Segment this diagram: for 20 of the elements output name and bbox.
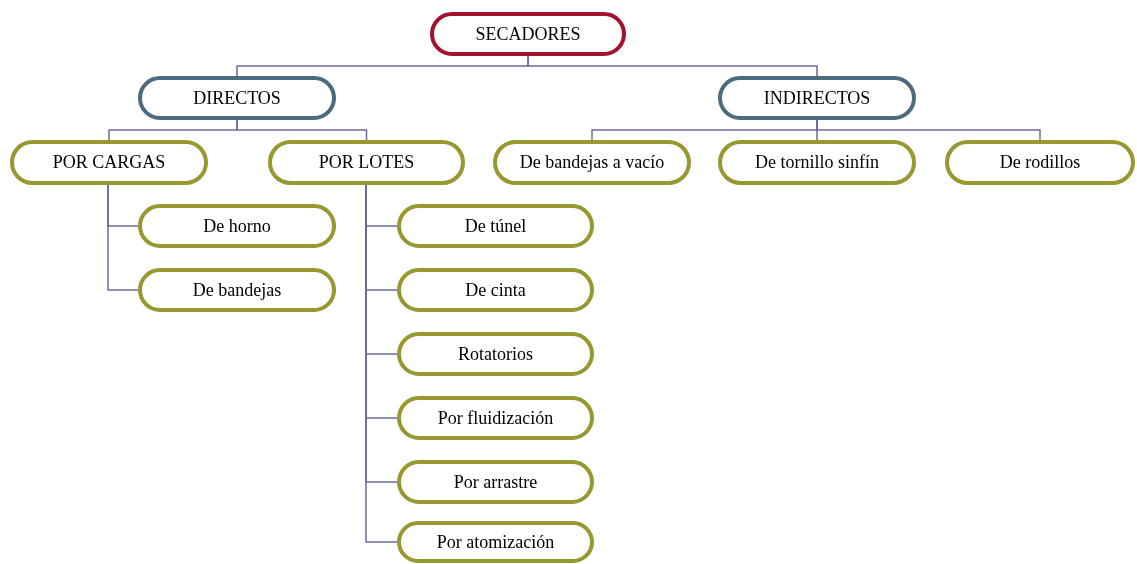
rounded-box: POR CARGAS: [10, 140, 208, 185]
connector-line: [236, 119, 368, 141]
rounded-box: Por fluidización: [397, 396, 594, 440]
rounded-box: Por arrastre: [397, 460, 594, 504]
rounded-box: De rodillos: [945, 140, 1135, 185]
rounded-box: De cinta: [397, 268, 594, 312]
rounded-box: De túnel: [397, 204, 594, 248]
rounded-box: Rotatorios: [397, 332, 594, 376]
rounded-box: DIRECTOS: [138, 76, 336, 120]
rounded-box: De bandejas a vacío: [493, 140, 691, 185]
rounded-box: SECADORES: [430, 12, 626, 56]
rounded-box: POR LOTES: [268, 140, 465, 185]
connector-line: [527, 55, 818, 77]
rounded-box: INDIRECTOS: [718, 76, 916, 120]
rounded-box: De horno: [138, 204, 336, 248]
rounded-box: De bandejas: [138, 268, 336, 312]
connector-line: [816, 119, 1041, 141]
rounded-box: De tornillo sinfín: [718, 140, 916, 185]
rounded-box: Por atomización: [397, 521, 594, 563]
connector-line: [107, 184, 139, 291]
